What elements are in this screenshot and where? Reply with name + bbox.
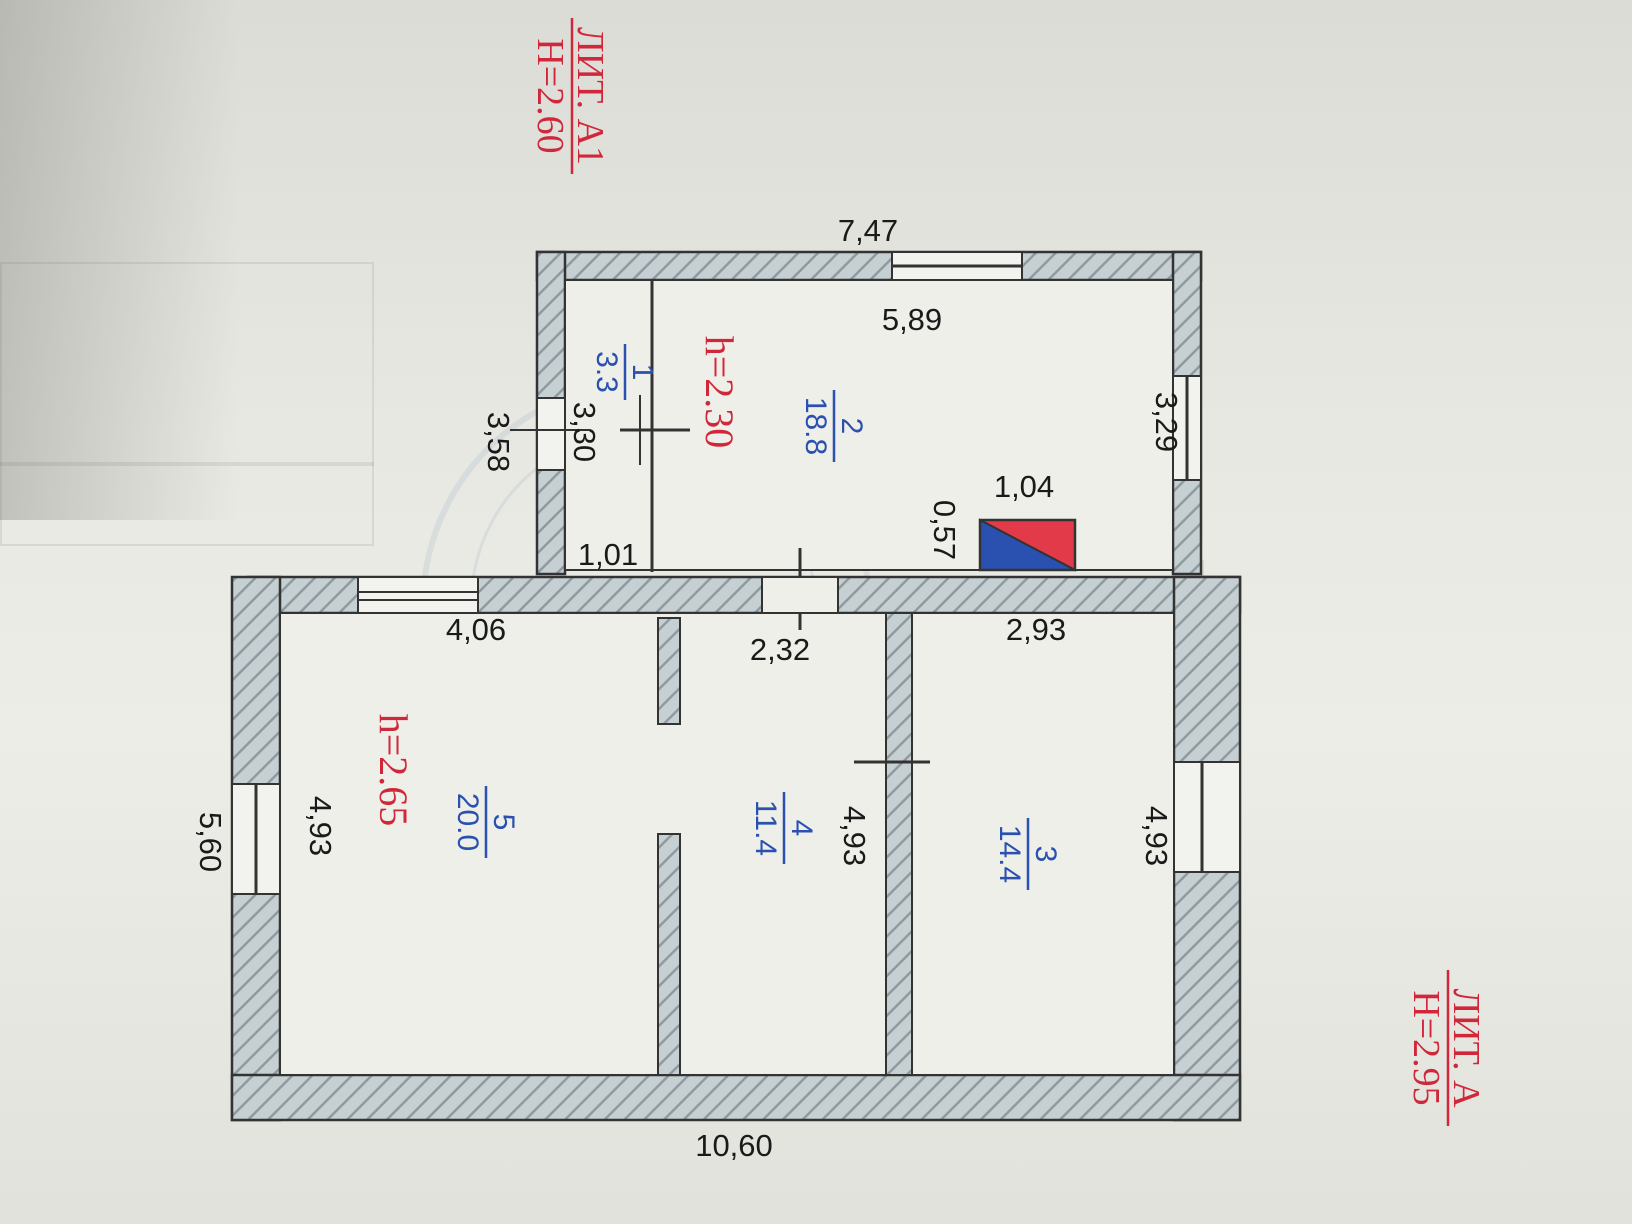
room-area: 20.0 — [451, 793, 484, 851]
dim-stove-depth: 0,57 — [927, 500, 962, 560]
dim-room3-side: 4,93 — [1139, 806, 1174, 866]
lit-a-partitions — [657, 612, 913, 1076]
dim-outer-left: 5,60 — [193, 812, 228, 872]
stove-icon — [978, 518, 1077, 572]
bleed-through-box — [0, 262, 374, 466]
height-a-inner: h=2.65 — [371, 714, 416, 827]
dim-outer-bottom: 10,60 — [695, 1128, 773, 1163]
lit-a-height: Н=2.95 — [1405, 990, 1447, 1105]
dim-top-a1: 7,47 — [838, 213, 898, 248]
dim-left-a1-outer: 3,58 — [481, 412, 516, 472]
lit-a1-title: ЛИТ. А1 — [569, 27, 611, 165]
room-2-label: 2 18.8 — [799, 390, 868, 462]
dim-vestibule: 1,01 — [578, 537, 638, 572]
lit-a-label: ЛИТ. А Н=2.95 — [1405, 970, 1487, 1126]
height-a1-inner: h=2.30 — [697, 336, 742, 449]
lit-a1-label: ЛИТ. А1 Н=2.60 — [529, 18, 611, 174]
room-number: 5 — [487, 814, 520, 831]
dim-corridor-top: 2,32 — [750, 632, 810, 667]
room-number: 2 — [835, 418, 868, 435]
bleed-through-box — [0, 462, 374, 546]
room-3-label: 3 14.4 — [993, 818, 1062, 890]
lit-a1-walls — [535, 250, 1203, 576]
dim-right-a1: 3,29 — [1149, 392, 1184, 452]
lit-a-walls — [230, 575, 1242, 1122]
dim-stove-width: 1,04 — [994, 469, 1054, 504]
dim-room4-side: 4,93 — [837, 806, 872, 866]
dim-room2-top: 5,89 — [882, 302, 942, 337]
dim-room3-top: 2,93 — [1006, 612, 1066, 647]
room-area: 14.4 — [993, 825, 1026, 883]
room-number: 3 — [1029, 846, 1062, 863]
room-1-label: 1 3.3 — [590, 344, 659, 400]
photo-shadow — [0, 0, 240, 520]
room-area: 11.4 — [749, 800, 782, 856]
room-4-label: 4 11.4 — [749, 792, 818, 864]
room-number: 1 — [626, 364, 659, 381]
room-area: 18.8 — [799, 397, 832, 455]
lit-a-title: ЛИТ. А — [1445, 988, 1487, 1108]
room-5-label: 5 20.0 — [451, 786, 520, 858]
windows — [231, 251, 1241, 895]
room-number: 4 — [785, 820, 818, 837]
lit-a1-height: Н=2.60 — [529, 38, 571, 153]
dim-left-a1-inner: 3,30 — [567, 402, 602, 462]
dim-room5-top: 4,06 — [446, 612, 506, 647]
room-area: 3.3 — [590, 351, 623, 393]
dim-room5-side: 4,93 — [303, 796, 338, 856]
